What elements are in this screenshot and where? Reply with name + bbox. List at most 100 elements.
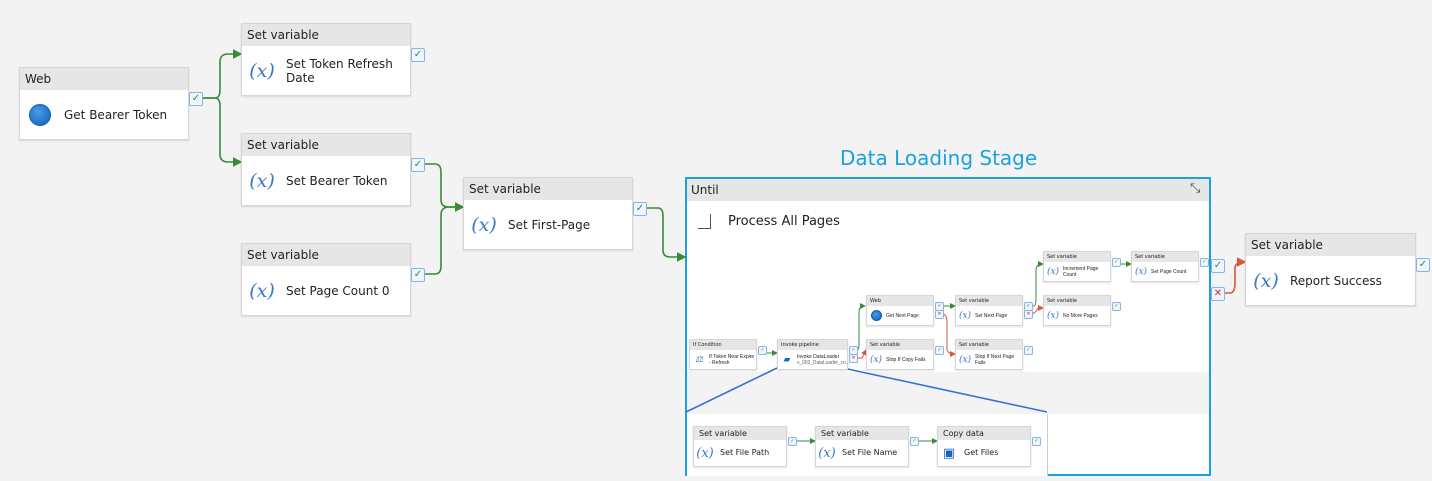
variable-icon: (𝑥) — [1253, 270, 1279, 292]
activity-label: Set Token Refresh Date — [286, 57, 393, 85]
activity-nomore[interactable]: Set variable(𝑥)No More Pages — [1043, 295, 1111, 326]
variable-icon: (𝑥) — [249, 170, 275, 192]
variable-icon: (𝑥) — [471, 214, 497, 236]
on-success-handle[interactable]: ✓ — [910, 437, 919, 446]
on-failure-handle[interactable]: ✕ — [1211, 287, 1225, 301]
variable-icon: (𝑥) — [818, 445, 836, 461]
activity-label: If Token Near Expire - Refresh — [709, 353, 755, 366]
copy-icon: ▣ — [942, 445, 956, 461]
activity-label: Stop If Next Page Fails — [975, 353, 1015, 366]
variable-icon: (𝑥) — [696, 445, 714, 461]
variable-icon: (𝑥) — [958, 310, 972, 321]
stage-title: Data Loading Stage — [840, 146, 1038, 170]
on-success-handle[interactable]: ✓ — [1112, 258, 1121, 267]
activity-type: Set variable — [956, 340, 1022, 350]
edge — [203, 49, 243, 99]
on-success-handle[interactable]: ✓ — [411, 48, 425, 62]
on-success-handle[interactable]: ✓ — [633, 202, 647, 216]
on-success-handle[interactable]: ✓ — [411, 158, 425, 172]
activity-label: Set Bearer Token — [286, 174, 388, 188]
on-failure-handle[interactable]: ✕ — [849, 354, 858, 363]
on-success-handle[interactable]: ✓ — [1024, 346, 1033, 355]
activity-label: Set Next Page — [975, 312, 1008, 319]
on-success-handle[interactable]: ✓ — [1032, 437, 1041, 446]
variable-icon: (𝑥) — [958, 354, 972, 365]
activity-label: Stop If Copy Fails — [886, 356, 926, 363]
variable-icon: (𝑥) — [869, 354, 883, 365]
on-success-handle[interactable]: ✓ — [758, 346, 767, 355]
on-success-handle[interactable]: ✓ — [935, 346, 944, 355]
activity-incr[interactable]: Set variable (𝑥)Increment Page Count — [1043, 251, 1111, 282]
collapse-icon[interactable]: ⤡ — [1190, 181, 1201, 196]
activity-setnext[interactable]: Set variable(𝑥)Set Next Page — [955, 295, 1023, 326]
activity-label: Set File Name — [842, 448, 898, 457]
edge — [425, 202, 465, 275]
activity-type: Set variable — [464, 178, 632, 200]
activity-stopnext[interactable]: Set variable (𝑥)Stop If Next Page Fails — [955, 339, 1023, 370]
activity-type: Web — [867, 296, 933, 306]
activity-type: If Condition — [690, 340, 756, 350]
edge — [425, 163, 465, 212]
activity-report[interactable]: Set variable (𝑥) Report Success — [1245, 233, 1416, 306]
activity-type: Copy data — [938, 427, 1030, 440]
activity-type: Web — [20, 68, 188, 90]
activity-label: Set Page Count — [1151, 268, 1187, 275]
pipeline-icon: ▰ — [783, 354, 791, 365]
activity-stopcopy[interactable]: Set variable (𝑥)Stop If Copy Fails — [866, 339, 934, 370]
activity-label: Set File Path — [720, 448, 770, 457]
condition-icon: ⚖ — [694, 354, 704, 365]
activity-firstpage[interactable]: Set variable (𝑥) Set First-Page — [463, 177, 633, 250]
activity-type: Invoke pipeline — [778, 340, 847, 350]
until-header: Until — [687, 179, 1209, 201]
activity-type: Set variable — [1246, 234, 1415, 256]
edge — [203, 97, 243, 167]
activity-filename[interactable]: Set variable (𝑥) Set File Name — [815, 426, 909, 467]
on-success-handle[interactable]: ✓ — [1211, 259, 1225, 273]
activity-pagecount0[interactable]: Set variable (𝑥) Set Page Count 0 — [241, 243, 411, 316]
activity-type: Set variable — [1132, 252, 1198, 262]
activity-type: Set variable — [694, 427, 786, 440]
activity-label: Get Next Page — [886, 312, 919, 319]
activity-label: Set Page Count 0 — [286, 284, 390, 298]
globe-icon — [870, 310, 882, 322]
activity-type: Set variable — [1044, 296, 1110, 306]
on-success-handle[interactable]: ✓ — [411, 268, 425, 282]
on-success-handle[interactable]: ✓ — [189, 92, 203, 106]
activity-label: Report Success — [1290, 274, 1382, 288]
activity-bearer[interactable]: Set variable (𝑥) Set Bearer Token — [241, 133, 411, 206]
activity-type: Set variable — [242, 244, 410, 266]
activity-ifcond[interactable]: If Condition ⚖ If Token Near Expire - Refr… — [689, 339, 757, 370]
activity-filepath[interactable]: Set variable (𝑥) Set File Path — [693, 426, 787, 467]
on-success-handle[interactable]: ✓ — [1200, 258, 1209, 267]
edge — [647, 207, 687, 262]
on-success-handle[interactable]: ✓ — [1112, 302, 1121, 311]
activity-setpc[interactable]: Set variable (𝑥)Set Page Count — [1131, 251, 1199, 282]
edge — [1225, 257, 1247, 294]
on-success-handle[interactable]: ✓ — [1416, 258, 1430, 272]
activity-refresh[interactable]: Set variable (𝑥) Set Token Refresh Date — [241, 23, 411, 96]
variable-icon: (𝑥) — [249, 60, 275, 82]
until-label: Process All Pages — [728, 214, 840, 229]
globe-icon — [28, 103, 52, 127]
activity-type: Set variable — [867, 340, 933, 350]
activity-label: Get Bearer Token — [64, 108, 168, 122]
inner-canvas-gap — [687, 372, 1209, 414]
activity-type: Set variable — [816, 427, 908, 440]
activity-label: Get Files — [964, 448, 999, 457]
variable-icon: (𝑥) — [249, 280, 275, 302]
activity-type: Set variable — [242, 24, 410, 46]
activity-label: No More Pages — [1063, 312, 1098, 319]
activity-label: Increment Page Count — [1063, 265, 1099, 278]
activity-type: Set variable — [1044, 252, 1110, 262]
on-success-handle[interactable]: ✓ — [788, 437, 797, 446]
on-failure-handle[interactable]: ✕ — [935, 310, 944, 319]
activity-getfiles[interactable]: Copy data ▣ Get Files — [937, 426, 1031, 467]
activity-type: Set variable — [242, 134, 410, 156]
on-failure-handle[interactable]: ✕ — [1024, 310, 1033, 319]
activity-label: Set First-Page — [508, 218, 591, 232]
variable-icon: (𝑥) — [1134, 266, 1148, 277]
variable-icon: (𝑥) — [1046, 266, 1060, 277]
